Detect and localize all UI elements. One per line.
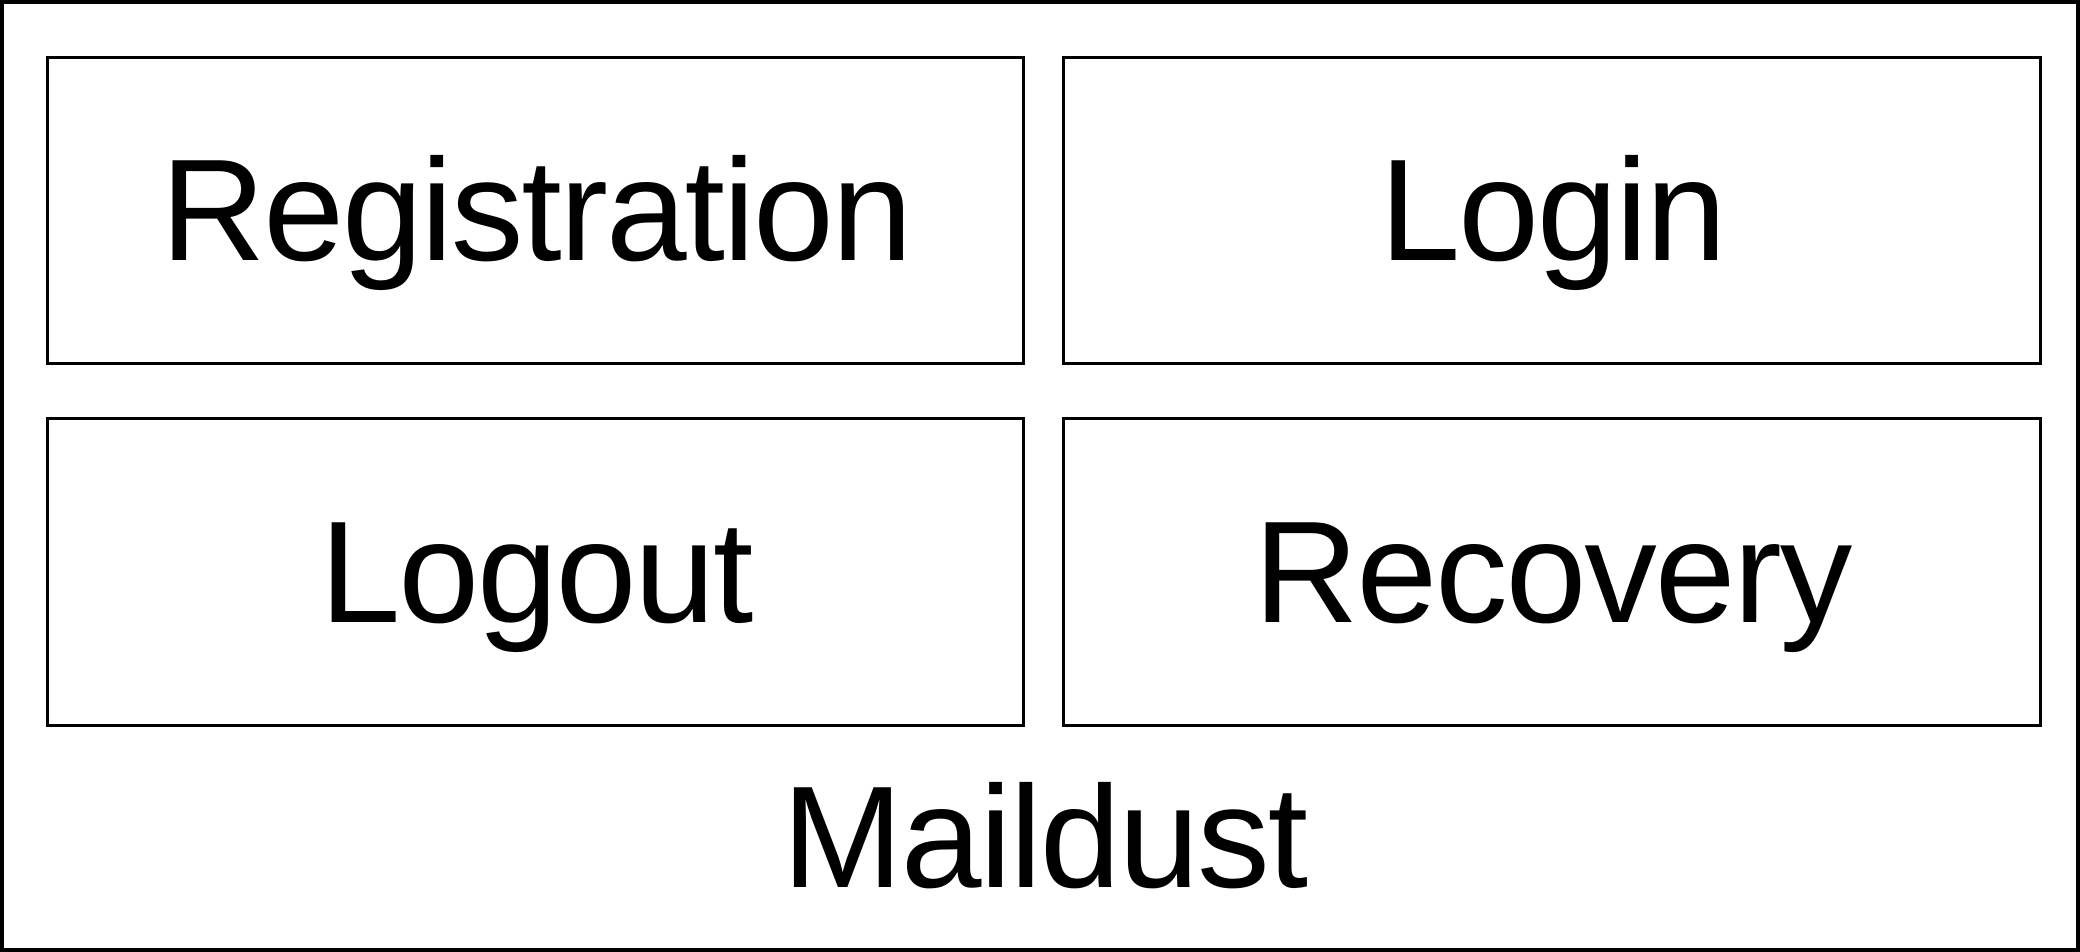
site-title-area: Maildust (8, 727, 2080, 948)
nav-box-logout-label: Logout (319, 490, 753, 653)
nav-box-registration-label: Registration (160, 129, 913, 291)
nav-box-registration[interactable]: Registration (46, 56, 1025, 365)
nav-box-logout[interactable]: Logout (46, 417, 1025, 727)
site-title: Maildust (782, 756, 1308, 918)
nav-box-login[interactable]: Login (1062, 56, 2042, 365)
nav-box-login-label: Login (1379, 129, 1727, 291)
nav-box-recovery[interactable]: Recovery (1062, 417, 2042, 727)
nav-box-recovery-label: Recovery (1253, 490, 1852, 653)
